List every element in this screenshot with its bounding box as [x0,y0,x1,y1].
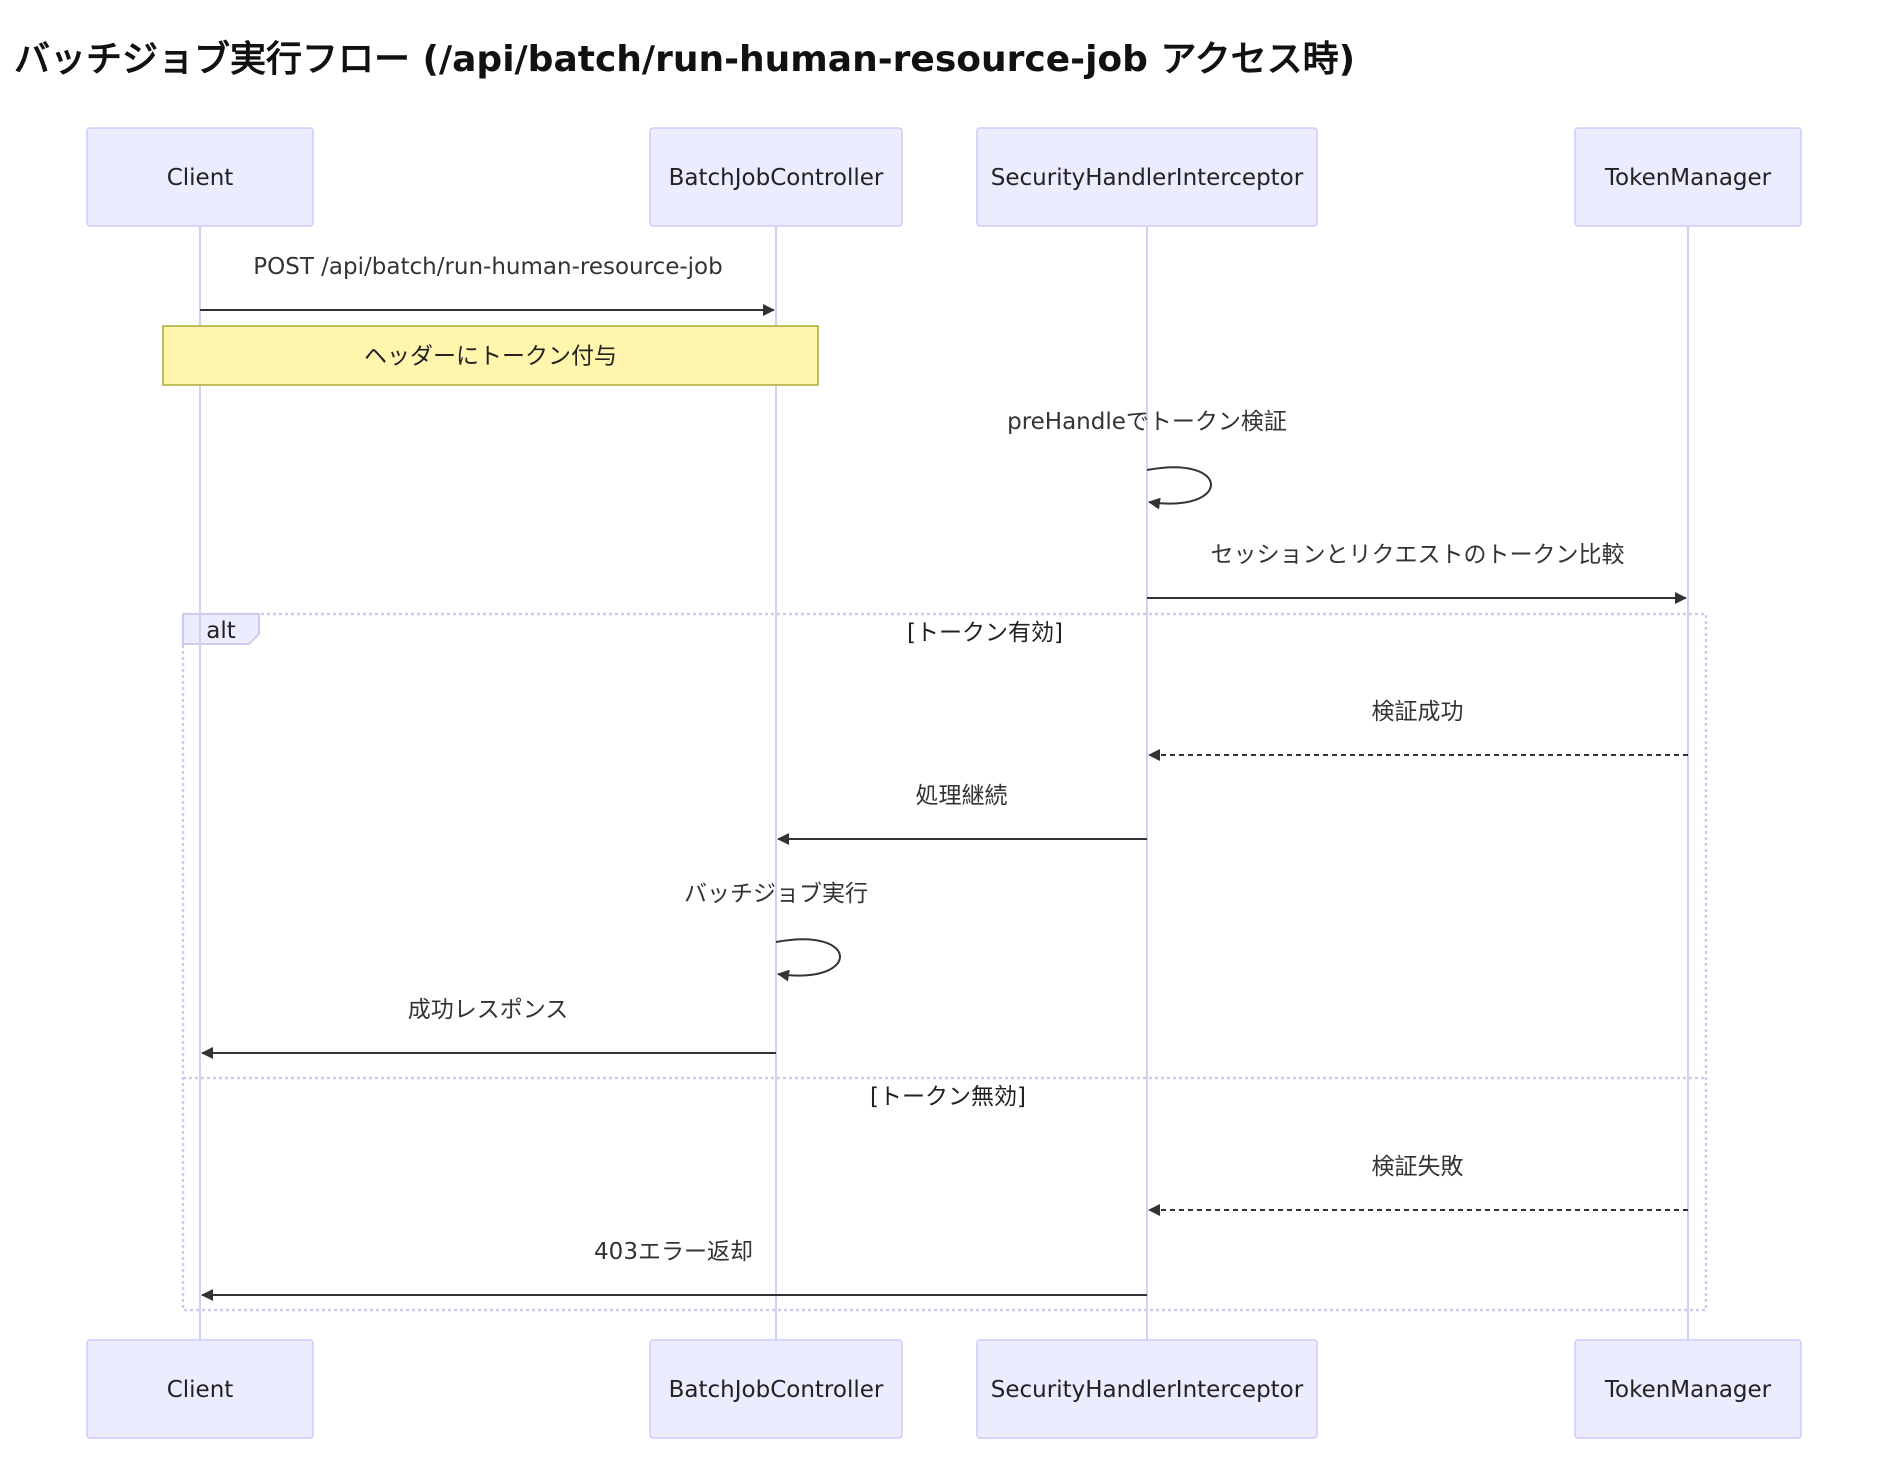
alt-tag [182,613,260,645]
actor-label-controller-top: BatchJobController [669,165,884,191]
message-arrow-6 [775,938,841,982]
actor-label-client-bottom: Client [167,1377,234,1403]
message-label-1: POST /api/batch/run-human-resource-job [253,254,722,280]
actor-box-controller-top [649,127,903,227]
message-label-6: バッチジョブ実行 [684,881,868,907]
alt-condition-invalid: [トークン無効] [870,1084,1026,1110]
message-label-5: 処理継続 [916,783,1008,809]
actor-box-client-bottom [86,1339,314,1439]
alt-condition-valid: [トークン有効] [907,620,1063,646]
actor-box-interceptor-top [976,127,1318,227]
actor-label-token-top: TokenManager [1604,165,1772,191]
note-box [162,325,819,386]
actor-box-controller-bottom [649,1339,903,1439]
note-label: ヘッダーにトークン付与 [364,344,617,370]
actor-label-interceptor-bottom: SecurityHandlerInterceptor [991,1377,1304,1403]
actor-box-token-top [1574,127,1802,227]
actor-label-interceptor-top: SecurityHandlerInterceptor [991,165,1304,191]
alt-frame [181,612,1708,1312]
actor-label-token-bottom: TokenManager [1604,1377,1772,1403]
message-label-9: 403エラー返却 [594,1239,753,1265]
actor-box-interceptor-bottom [976,1339,1318,1439]
message-label-7: 成功レスポンス [408,997,569,1023]
message-label-8: 検証失敗 [1372,1154,1464,1180]
alt-tag-label: alt [206,618,236,644]
message-label-3: セッションとリクエストのトークン比較 [1211,542,1625,568]
message-label-4: 検証成功 [1372,699,1464,725]
actor-box-client-top [86,127,314,227]
actor-label-controller-bottom: BatchJobController [669,1377,884,1403]
page-title: バッチジョブ実行フロー (/api/batch/run-human-resour… [14,39,1356,80]
actor-box-token-bottom [1574,1339,1802,1439]
message-label-2: preHandleでトークン検証 [1007,409,1287,435]
message-arrow-2 [1146,466,1212,510]
actor-label-client-top: Client [167,165,234,191]
